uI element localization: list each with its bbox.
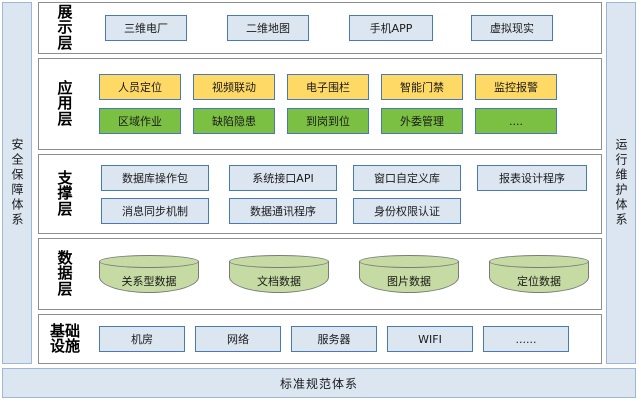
node-row: 数据库操作包系统接口API 窗口自定义库报表设计程序 <box>101 164 595 191</box>
layer-label-presentation-text: 展示层 <box>57 3 73 52</box>
layer-body-data: 关系型数据 文档数据 图片数据 定位数据 <box>91 239 601 309</box>
left-pillar-security-system: 安全保障体系 <box>2 2 32 364</box>
data-cylinder[interactable]: 图片数据 <box>359 255 459 293</box>
layer-application: 应用层 人员定位视频联动电子围栏智能门禁监控报警区域作业缺陷隐患到岗到位外委管理… <box>38 58 602 150</box>
node-box[interactable]: 报表设计程序 <box>477 164 587 191</box>
cylinder-label: 图片数据 <box>387 274 431 288</box>
node-box[interactable]: 缺陷隐患 <box>193 108 275 134</box>
right-pillar-operations-system: 运行维护体系 <box>606 2 636 364</box>
node-row: 三维电厂 二维地图 手机APP 虚拟现实 <box>105 15 595 41</box>
bottom-bar-label: 标准规范体系 <box>279 376 358 391</box>
cylinder-top-ellipse <box>489 255 589 268</box>
node-box[interactable]: 二维地图 <box>227 15 309 41</box>
node-box[interactable]: 外委管理 <box>381 108 463 134</box>
bottom-bar-standards-system: 标准规范体系 <box>2 368 636 398</box>
layer-label-data: 数据层 <box>39 239 91 309</box>
node-row: 消息同步机制数据通讯程序身份权限认证 <box>101 197 595 224</box>
node-box[interactable]: 视频联动 <box>193 74 275 100</box>
layer-label-support-text: 支撑层 <box>57 169 73 218</box>
layer-body-infrastructure: 机房网络服务器 WIFI...... <box>91 315 601 363</box>
node-row: 关系型数据 文档数据 图片数据 定位数据 <box>99 255 595 293</box>
node-box[interactable]: WIFI <box>387 326 473 352</box>
node-box[interactable]: 区域作业 <box>99 108 181 134</box>
node-box[interactable]: 数据通讯程序 <box>229 197 337 224</box>
layer-data: 数据层 关系型数据 文档数据 图片数据 定位数据 <box>38 238 602 310</box>
layer-label-infrastructure-text: 基础设施 <box>49 321 80 355</box>
layer-body-support: 数据库操作包系统接口API 窗口自定义库报表设计程序消息同步机制数据通讯程序身份权… <box>91 155 601 233</box>
node-box[interactable]: 电子围栏 <box>287 74 369 100</box>
layer-presentation: 展示层 三维电厂 二维地图 手机APP 虚拟现实 <box>38 2 602 54</box>
node-box[interactable]: 网络 <box>195 326 281 352</box>
node-box[interactable]: 窗口自定义库 <box>353 164 461 191</box>
node-box[interactable]: 虚拟现实 <box>471 15 553 41</box>
node-row: 人员定位视频联动电子围栏智能门禁监控报警 <box>99 74 595 100</box>
node-box[interactable]: 系统接口API <box>229 164 337 191</box>
node-box[interactable]: 到岗到位 <box>287 108 369 134</box>
node-row: 区域作业缺陷隐患到岗到位外委管理.... <box>99 108 595 134</box>
node-box[interactable]: 服务器 <box>291 326 377 352</box>
layer-label-application-text: 应用层 <box>57 79 73 128</box>
layer-label-data-text: 数据层 <box>57 249 73 298</box>
layer-body-application: 人员定位视频联动电子围栏智能门禁监控报警区域作业缺陷隐患到岗到位外委管理.... <box>91 59 601 149</box>
cylinder-label: 定位数据 <box>517 274 561 288</box>
cylinder-label: 文档数据 <box>257 274 301 288</box>
node-box[interactable]: 监控报警 <box>475 74 557 100</box>
cylinder-label: 关系型数据 <box>121 274 177 288</box>
node-box[interactable]: 机房 <box>99 326 185 352</box>
cylinder-top-ellipse <box>229 255 329 268</box>
node-row: 机房网络服务器 WIFI...... <box>99 326 595 352</box>
layer-label-application: 应用层 <box>39 59 91 149</box>
data-cylinder[interactable]: 文档数据 <box>229 255 329 293</box>
data-cylinder[interactable]: 关系型数据 <box>99 255 199 293</box>
node-box[interactable]: 数据库操作包 <box>101 164 209 191</box>
layer-label-support: 支撑层 <box>39 155 91 233</box>
layer-body-presentation: 三维电厂 二维地图 手机APP 虚拟现实 <box>91 3 601 53</box>
node-box[interactable]: 消息同步机制 <box>101 197 209 224</box>
node-box[interactable]: 手机APP <box>349 15 433 41</box>
layer-support: 支撑层 数据库操作包系统接口API 窗口自定义库报表设计程序消息同步机制数据通讯程… <box>38 154 602 234</box>
node-box[interactable]: .... <box>475 108 557 134</box>
node-box[interactable]: 三维电厂 <box>105 15 187 41</box>
node-box[interactable]: 智能门禁 <box>381 74 463 100</box>
layer-label-infrastructure: 基础设施 <box>39 315 91 363</box>
layer-label-presentation: 展示层 <box>39 3 91 53</box>
node-box[interactable]: 身份权限认证 <box>353 197 461 224</box>
data-cylinder[interactable]: 定位数据 <box>489 255 589 293</box>
left-pillar-label: 安全保障体系 <box>10 138 24 228</box>
layer-infrastructure: 基础设施 机房网络服务器 WIFI...... <box>38 314 602 364</box>
node-box[interactable]: ...... <box>483 326 569 352</box>
cylinder-top-ellipse <box>99 255 199 268</box>
right-pillar-label: 运行维护体系 <box>614 138 628 228</box>
cylinder-top-ellipse <box>359 255 459 268</box>
node-box[interactable]: 人员定位 <box>99 74 181 100</box>
